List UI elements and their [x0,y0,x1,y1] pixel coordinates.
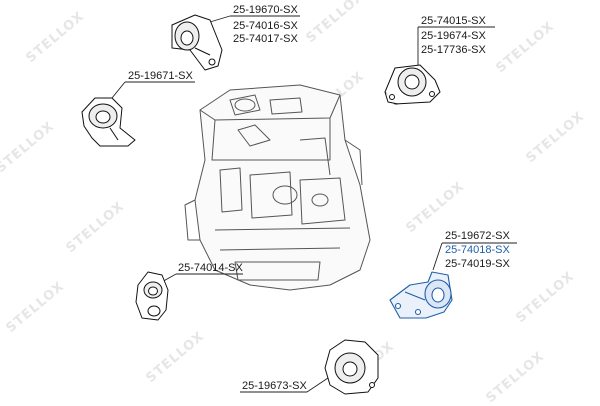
mount-middle-right [389,271,453,319]
part-number-label: 25-19670-SX [233,4,298,16]
part-number-label: 25-19672-SX [445,230,510,242]
mount-bottom-center [324,339,379,395]
mount-top-center [171,14,223,71]
part-number-label: 25-19671-SX [128,70,193,82]
part-number-label: 25-74019-SX [445,258,510,270]
mount-bottom-left [135,271,169,321]
part-number-label: 25-74016-SX [233,20,298,32]
mount-top-right [384,64,441,105]
engine-block [184,84,371,291]
part-number-label: 25-19674-SX [421,30,486,42]
mount-left [81,97,136,147]
part-number-label: 25-74015-SX [421,15,486,27]
part-number-label: 25-74017-SX [233,33,298,45]
part-number-label: 25-17736-SX [421,44,486,56]
part-number-label-highlighted: 25-74018-SX [445,244,510,256]
part-number-label: 25-74014-SX [178,262,243,274]
part-number-label: 25-19673-SX [242,380,307,392]
